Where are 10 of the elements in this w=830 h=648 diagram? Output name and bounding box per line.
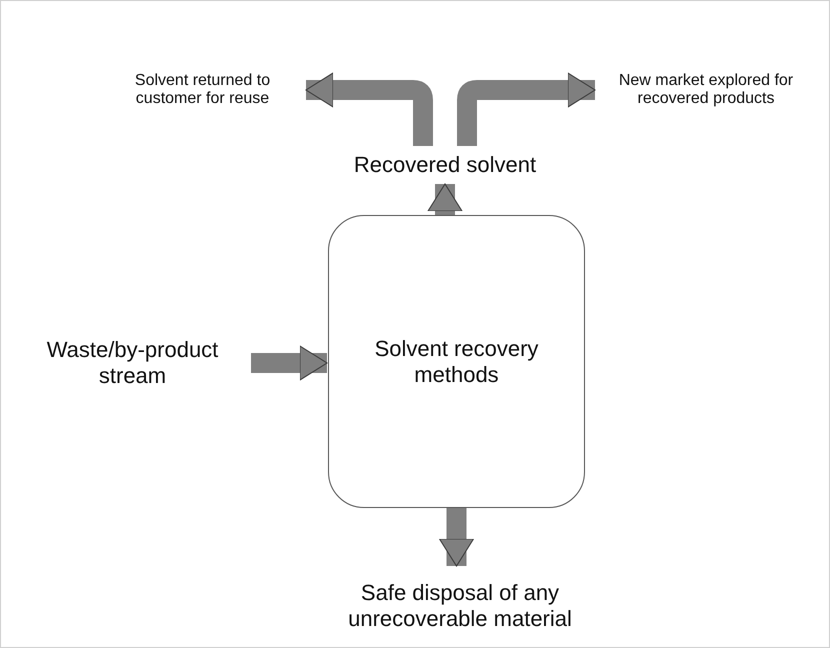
process-label: Solvent recovery methods [374, 336, 540, 388]
block-arrow [439, 508, 474, 566]
process-box [328, 215, 585, 508]
stage-label: Solvent returned to customer for reuse [134, 72, 272, 108]
block-arrow [251, 346, 328, 380]
stage-label: Recovered solvent [354, 152, 536, 178]
stage-label: New market explored for recovered products [618, 72, 794, 108]
stage-label: Waste/by-product stream [46, 337, 220, 389]
stage-label: Safe disposal of any unrecoverable material [347, 580, 573, 632]
block-arrow [428, 184, 462, 215]
